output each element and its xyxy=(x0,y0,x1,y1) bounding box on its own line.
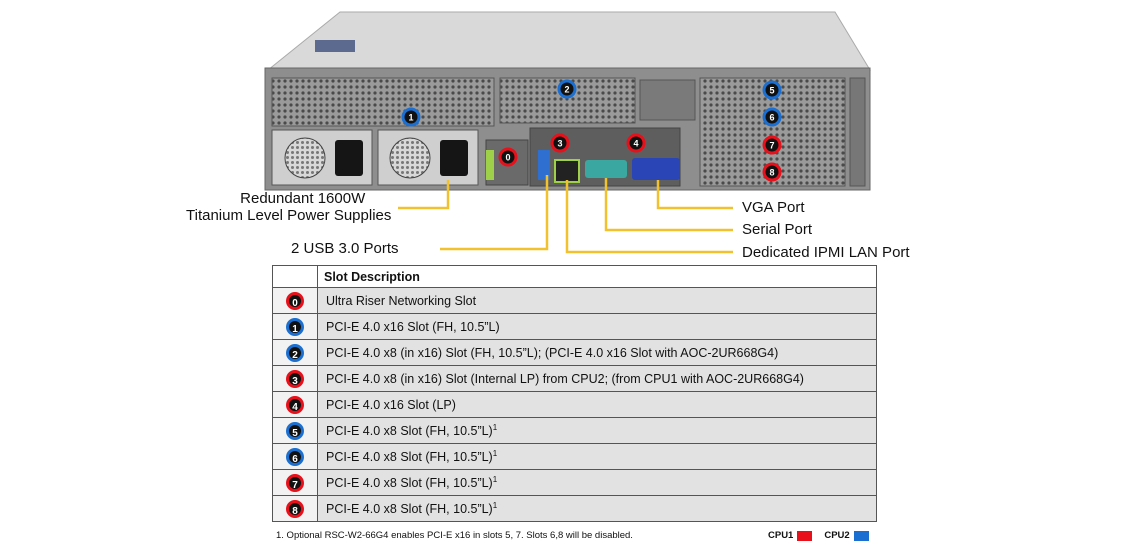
slot-description-cell: PCI-E 4.0 x8 (in x16) Slot (FH, 10.5”L);… xyxy=(318,340,877,366)
slot-number-badge: 6 xyxy=(286,448,304,466)
footnote-marker: 1 xyxy=(493,423,497,432)
cpu2-legend-label: CPU2 xyxy=(824,530,849,541)
power-supply-2 xyxy=(378,130,478,185)
slot-number-badge: 8 xyxy=(286,500,304,518)
ipmi-label: Dedicated IPMI LAN Port xyxy=(742,244,910,261)
slot-description-text: PCI-E 4.0 x8 Slot (FH, 10.5”L) xyxy=(326,424,493,438)
slot-number-badge: 5 xyxy=(286,422,304,440)
header-slot-description: Slot Description xyxy=(318,266,877,288)
footnote-marker: 1 xyxy=(493,501,497,510)
table-row: 6 PCI-E 4.0 x8 Slot (FH, 10.5”L)1 xyxy=(273,444,877,470)
cpu1-swatch xyxy=(797,531,812,541)
slot-description-cell: PCI-E 4.0 x8 Slot (FH, 10.5”L)1 xyxy=(318,444,877,470)
slot-description-text: PCI-E 4.0 x8 Slot (FH, 10.5”L) xyxy=(326,502,493,516)
server-slot-badge-label: 0 xyxy=(505,153,510,163)
slot-description-text: PCI-E 4.0 x8 (in x16) Slot (Internal LP)… xyxy=(326,372,804,386)
slot-description-text: PCI-E 4.0 x16 Slot (LP) xyxy=(326,398,456,412)
footnote-marker: 1 xyxy=(493,475,497,484)
table-row: 0 Ultra Riser Networking Slot xyxy=(273,288,877,314)
slot-number-badge: 2 xyxy=(286,344,304,362)
slot-number-cell: 8 xyxy=(273,496,318,522)
ipmi-lan-port-hw xyxy=(555,160,579,182)
slot-number-cell: 6 xyxy=(273,444,318,470)
vga-port-hw xyxy=(632,158,680,180)
footnote: 1. Optional RSC-W2-66G4 enables PCI-E x1… xyxy=(276,530,633,541)
table-row: 1 PCI-E 4.0 x16 Slot (FH, 10.5”L) xyxy=(273,314,877,340)
server-slot-badge-label: 2 xyxy=(564,85,569,95)
riser-slot-1 xyxy=(272,78,494,126)
slot-number-badge: 1 xyxy=(286,318,304,336)
slot-description-cell: PCI-E 4.0 x8 Slot (FH, 10.5”L)1 xyxy=(318,470,877,496)
ipmi-callout-line xyxy=(567,180,733,252)
slot-number-cell: 7 xyxy=(273,470,318,496)
slot-description-text: Ultra Riser Networking Slot xyxy=(326,294,476,308)
slot-description-text: PCI-E 4.0 x8 Slot (FH, 10.5”L) xyxy=(326,476,493,490)
power-supply-1 xyxy=(272,130,372,185)
slot-description-cell: PCI-E 4.0 x16 Slot (FH, 10.5”L) xyxy=(318,314,877,340)
server-slot-badge-label: 3 xyxy=(557,139,562,149)
server-slot-badge-label: 6 xyxy=(769,113,774,123)
cpu-legend: CPU1 CPU2 xyxy=(768,530,869,541)
server-slot-badge-label: 1 xyxy=(408,113,413,123)
slot-number-cell: 2 xyxy=(273,340,318,366)
slot-description-text: PCI-E 4.0 x8 (in x16) Slot (FH, 10.5”L);… xyxy=(326,346,778,360)
slot-number-cell: 0 xyxy=(273,288,318,314)
header-num-cell xyxy=(273,266,318,288)
slot-number-cell: 1 xyxy=(273,314,318,340)
slot-number-cell: 3 xyxy=(273,366,318,392)
server-rear-panel: 0 1 2 3 4 5 6 7 8 xyxy=(0,0,1140,260)
vga-label: VGA Port xyxy=(742,199,805,216)
slot-number-badge: 7 xyxy=(286,474,304,492)
slot-number-badge: 0 xyxy=(286,292,304,310)
slot-description-table: Slot Description 0 Ultra Riser Networking… xyxy=(272,265,877,522)
slot-description-cell: PCI-E 4.0 x8 Slot (FH, 10.5”L)1 xyxy=(318,496,877,522)
slot-description-cell: PCI-E 4.0 x8 Slot (FH, 10.5”L)1 xyxy=(318,418,877,444)
psu-label-line2: Titanium Level Power Supplies xyxy=(186,207,391,224)
table-header-row: Slot Description xyxy=(273,266,877,288)
server-slot-badge-label: 4 xyxy=(633,139,638,149)
table-row: 8 PCI-E 4.0 x8 Slot (FH, 10.5”L)1 xyxy=(273,496,877,522)
footnote-marker: 1 xyxy=(493,449,497,458)
psu-label: Redundant 1600W Titanium Level Power Sup… xyxy=(214,190,391,224)
server-slot-badge-label: 5 xyxy=(769,86,774,96)
slot-description-text: PCI-E 4.0 x16 Slot (FH, 10.5”L) xyxy=(326,320,500,334)
server-slot-badge-label: 8 xyxy=(769,168,774,178)
slot-number-badge: 3 xyxy=(286,370,304,388)
serial-port-hw xyxy=(585,160,627,178)
slot-number-badge: 4 xyxy=(286,396,304,414)
table-row: 5 PCI-E 4.0 x8 Slot (FH, 10.5”L)1 xyxy=(273,418,877,444)
table-row: 2 PCI-E 4.0 x8 (in x16) Slot (FH, 10.5”L)… xyxy=(273,340,877,366)
slot-description-cell: PCI-E 4.0 x8 (in x16) Slot (Internal LP)… xyxy=(318,366,877,392)
slot-description-text: PCI-E 4.0 x8 Slot (FH, 10.5”L) xyxy=(326,450,493,464)
table-row: 7 PCI-E 4.0 x8 Slot (FH, 10.5”L)1 xyxy=(273,470,877,496)
psu-label-line1: Redundant 1600W xyxy=(214,190,391,207)
slot-number-cell: 5 xyxy=(273,418,318,444)
usb-label: 2 USB 3.0 Ports xyxy=(291,240,399,257)
serial-label: Serial Port xyxy=(742,221,812,238)
slot-description-cell: Ultra Riser Networking Slot xyxy=(318,288,877,314)
cpu2-swatch xyxy=(854,531,869,541)
table-row: 3 PCI-E 4.0 x8 (in x16) Slot (Internal LP… xyxy=(273,366,877,392)
table-row: 4 PCI-E 4.0 x16 Slot (LP) xyxy=(273,392,877,418)
cpu1-legend-label: CPU1 xyxy=(768,530,793,541)
server-slot-badge-label: 7 xyxy=(769,141,774,151)
slot-number-cell: 4 xyxy=(273,392,318,418)
slot-description-cell: PCI-E 4.0 x16 Slot (LP) xyxy=(318,392,877,418)
